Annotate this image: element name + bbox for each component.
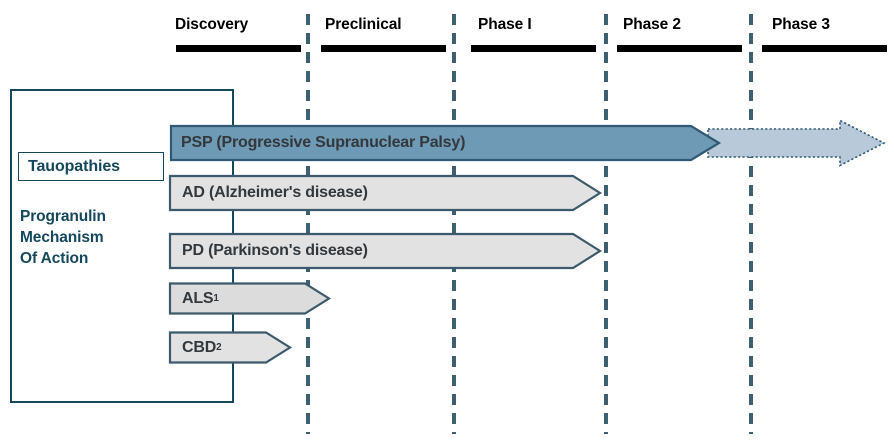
phase-divider-4 — [749, 14, 753, 434]
phase-header-preclinical: Preclinical — [325, 16, 402, 33]
mechanism-line-3: Of Action — [20, 250, 89, 267]
phase-rule-phase-3 — [762, 45, 887, 52]
program-bar-ad[interactable]: AD (Alzheimer's disease) — [168, 172, 608, 214]
psp-active-arrow — [169, 124, 722, 162]
mechanism-line-1: Progranulin — [20, 208, 106, 225]
phase-rule-phase-1 — [471, 45, 596, 52]
tauopathies-label-box: Tauopathies — [18, 152, 164, 181]
phase-header-discovery: Discovery — [175, 16, 249, 33]
mechanism-line-2: Mechanism — [20, 229, 104, 246]
phase-rule-discovery — [176, 45, 301, 52]
phase-rule-phase-2 — [617, 45, 742, 52]
psp-extension-arrow — [707, 119, 886, 167]
phase-header-phase-3: Phase 3 — [772, 16, 830, 33]
tauopathies-label: Tauopathies — [28, 157, 120, 175]
cbd-arrow-shape — [168, 331, 293, 364]
als-arrow-shape — [168, 282, 332, 315]
phase-divider-1 — [306, 14, 310, 434]
phase-divider-3 — [604, 14, 608, 434]
program-bar-pd[interactable]: PD (Parkinson's disease) — [168, 230, 608, 272]
mechanism-of-action-label: Progranulin Mechanism Of Action — [20, 206, 106, 269]
pd-arrow-shape — [168, 232, 603, 270]
program-bar-cbd[interactable]: CBD2 — [168, 329, 338, 366]
phase-header-phase-2: Phase 2 — [623, 16, 681, 33]
program-bar-als[interactable]: ALS1 — [168, 280, 338, 317]
ad-arrow-shape — [168, 174, 603, 212]
program-bar-psp[interactable]: PSP (Progressive Supranuclear Palsy) — [168, 119, 888, 167]
phase-divider-2 — [452, 14, 456, 434]
phase-rule-preclinical — [321, 45, 446, 52]
phase-header-phase-1: Phase I — [478, 16, 532, 33]
